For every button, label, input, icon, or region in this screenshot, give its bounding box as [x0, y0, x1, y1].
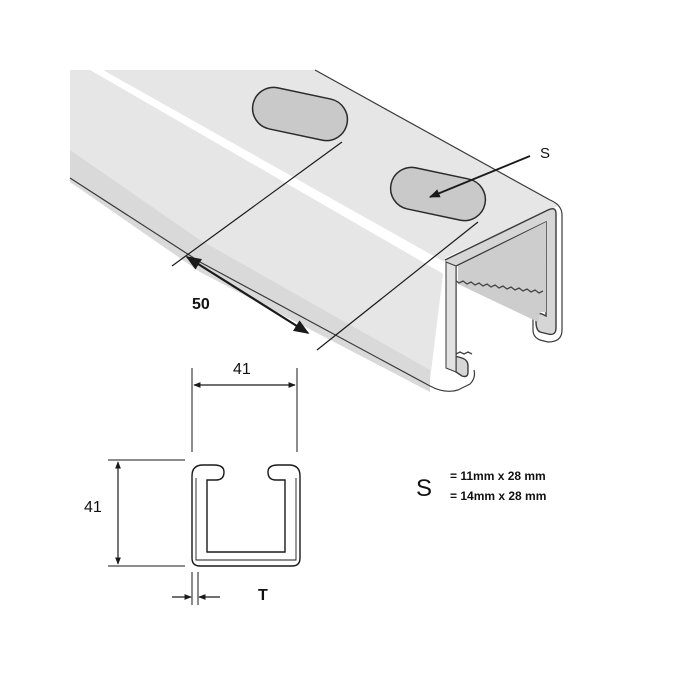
- slot-1: [251, 86, 349, 142]
- thickness-label: T: [258, 587, 268, 604]
- legend-symbol: S: [416, 475, 432, 502]
- channel-highlight: [90, 70, 455, 276]
- slot-pitch-label: 50: [192, 296, 210, 313]
- pitch-extension-right: [316, 221, 479, 351]
- profile-outline: [191, 464, 301, 567]
- slot-callout-label: S: [540, 145, 550, 162]
- channel-top-face: [70, 70, 560, 380]
- pitch-dimension-arrow: [185, 256, 310, 334]
- pitch-extension-left: [171, 141, 343, 267]
- legend-line-1: = 11mm x 28 mm: [450, 469, 546, 483]
- channel-3d-view: [69, 69, 563, 392]
- profile-cross-section: [191, 464, 301, 567]
- legend-line-2: = 14mm x 28 mm: [450, 489, 546, 503]
- slot-callout-leader: [429, 155, 531, 198]
- channel-interior: [458, 222, 546, 322]
- profile-height-label: 41: [84, 499, 102, 516]
- profile-width-label: 41: [233, 361, 251, 378]
- channel-outline: [314, 69, 563, 343]
- serrated-lip-upper: [454, 279, 544, 294]
- channel-bottom-edge: [69, 177, 476, 392]
- channel-left-wall: [445, 261, 457, 373]
- slot-size-legend: S = 11mm x 28 mm = 14mm x 28 mm: [416, 469, 546, 503]
- profile-inner-line: [195, 478, 297, 561]
